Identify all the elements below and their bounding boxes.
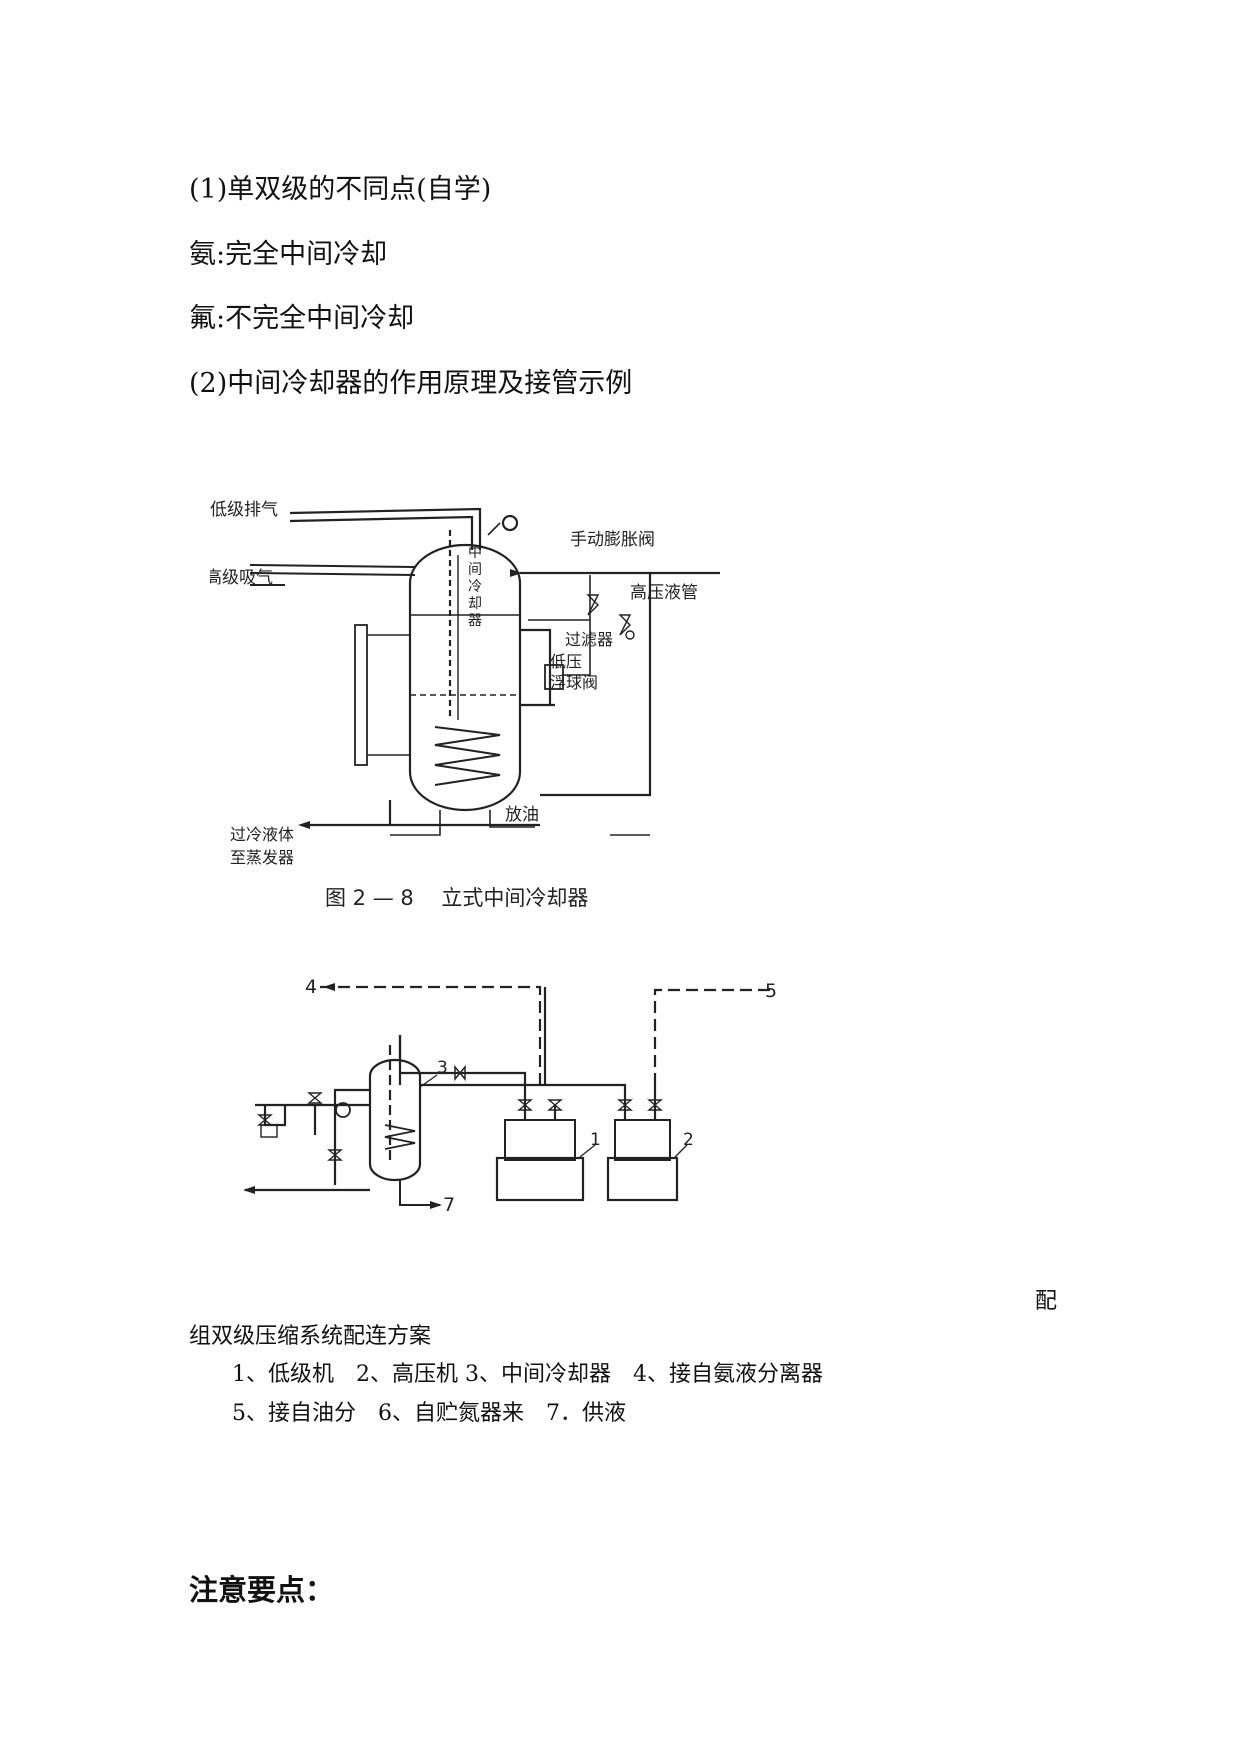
label-low-pressure-1: 低压 — [550, 652, 582, 671]
pipe-from-ammonia-separator — [320, 985, 542, 1085]
pressure-gauge — [501, 514, 519, 532]
freon-line: 氟:不完全中间冷却 — [189, 303, 415, 334]
fig2-label-1: 1 — [590, 1130, 601, 1150]
high-stage-suction-pipe — [249, 564, 416, 576]
notes-heading: 注意要点： — [189, 1573, 335, 1607]
intercooler-vessel-2 — [368, 1058, 422, 1182]
figure-vertical-intercooler: 低级排气 高级吸气 手动膨胀阀 高压液管 过滤器 低压 浮球阀 放油 过冷液体 … — [210, 500, 720, 910]
vessel-text-char: 中 — [468, 545, 482, 561]
fig2-label-5: 5 — [765, 980, 777, 1002]
label-vessel-vertical: 中间冷却器 — [468, 545, 482, 629]
vessel-text-char: 却 — [468, 596, 482, 612]
label-high-stage-suction: 高级吸气 — [210, 568, 273, 588]
fig2-label-4: 4 — [305, 976, 317, 998]
level-gauge — [354, 624, 368, 766]
ammonia-line: 氨:完全中间冷却 — [189, 239, 388, 270]
label-subcooled-2: 至蒸发器 — [230, 848, 294, 867]
label-subcooled-1: 过冷液体 — [230, 825, 294, 844]
section1-heading: (1)单双级的不同点(自学) — [189, 174, 492, 205]
cooling-coil — [434, 726, 501, 786]
compressor-low-stage — [504, 1119, 576, 1161]
compressor-high-stage — [614, 1119, 671, 1161]
label-oil-drain: 放油 — [505, 805, 539, 825]
fig2-label-3: 3 — [437, 1058, 448, 1078]
label-manual-expansion-valve: 手动膨胀阀 — [570, 530, 655, 550]
fig2-label-2: 2 — [683, 1130, 694, 1150]
pipe-from-oil-separator — [653, 988, 770, 1085]
intercooler-vessel — [408, 543, 522, 812]
label-high-pressure-liquid-pipe: 高压液管 — [630, 583, 698, 603]
fig2-label-7: 7 — [443, 1194, 455, 1216]
svg-text:中间冷却器: 中间冷却器 — [468, 545, 482, 629]
caption-legend-line2: 5、接自油分 6、自贮氮器来 7．供液 — [232, 1401, 626, 1426]
caption-trailing-char: 配 — [1035, 1289, 1058, 1314]
section2-heading: (2)中间冷却器的作用原理及接管示例 — [189, 368, 633, 399]
float-valve — [544, 664, 564, 690]
figure-two-stage-system: 4 5 3 1 2 7 — [243, 976, 777, 1216]
high-pressure-liquid-pipe — [520, 571, 652, 797]
low-stage-exhaust-pipe — [289, 507, 482, 550]
vessel-text-char: 器 — [468, 613, 482, 629]
vessel-text-char: 间 — [468, 562, 482, 578]
vessel-text-char: 冷 — [468, 579, 482, 595]
figure1-caption: 图 2 — 8 立式中间冷却器 — [325, 886, 588, 910]
label-low-stage-exhaust: 低级排气 — [210, 500, 278, 520]
caption-legend-line1: 1、低级机 2、高压机 3、中间冷却器 4、接自氨液分离器 — [232, 1362, 823, 1387]
caption-title: 组双级压缩系统配连方案 — [189, 1324, 432, 1349]
label-filter: 过滤器 — [565, 630, 613, 649]
label-low-pressure-2: 浮球阀 — [550, 673, 598, 692]
